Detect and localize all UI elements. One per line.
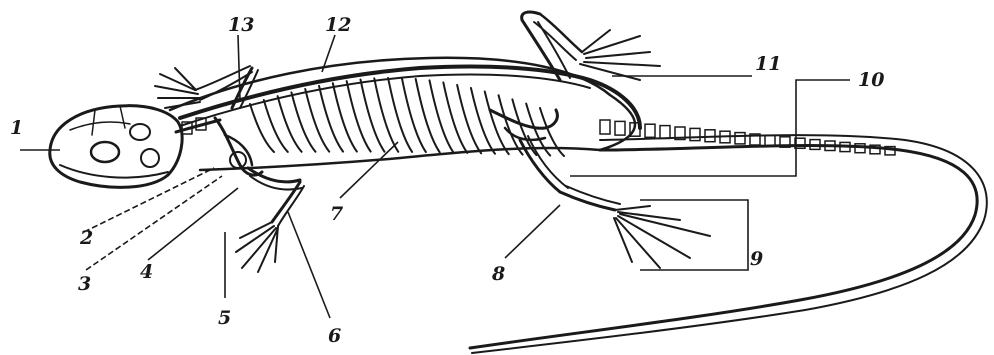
leader-13 — [238, 35, 240, 100]
caudal-vertebra — [600, 120, 610, 134]
label-10: 10 — [858, 69, 884, 91]
leader-6 — [288, 212, 330, 318]
label-12: 12 — [325, 14, 351, 36]
hindlimb-lower — [520, 136, 710, 268]
label-8: 8 — [491, 263, 505, 285]
caudal-vertebra — [660, 126, 670, 139]
leader-10 — [570, 80, 850, 176]
forelimb-upper — [155, 66, 258, 108]
ribs — [250, 78, 564, 156]
label-11: 11 — [755, 53, 781, 75]
label-9: 9 — [750, 248, 763, 270]
leader-8 — [505, 205, 560, 258]
label-4: 4 — [140, 261, 153, 283]
label-6: 6 — [328, 325, 341, 347]
rib — [250, 104, 274, 152]
label-7: 7 — [330, 203, 343, 225]
label-1: 1 — [10, 117, 23, 139]
caudal-vertebra — [645, 124, 655, 137]
forelimb-lower — [236, 168, 304, 272]
caudal-vertebra — [615, 121, 625, 135]
part-labels: 1 2 3 4 5 6 7 8 9 10 11 12 13 — [10, 14, 884, 347]
shoulder-girdle — [215, 118, 262, 175]
label-5: 5 — [218, 307, 231, 329]
label-13: 13 — [228, 14, 254, 36]
caudal-vertebra — [735, 133, 745, 144]
caudal-vertebra — [690, 128, 700, 140]
label-2: 2 — [79, 227, 93, 249]
label-3: 3 — [78, 273, 91, 295]
leader-9 — [640, 200, 748, 270]
skull — [50, 106, 182, 188]
